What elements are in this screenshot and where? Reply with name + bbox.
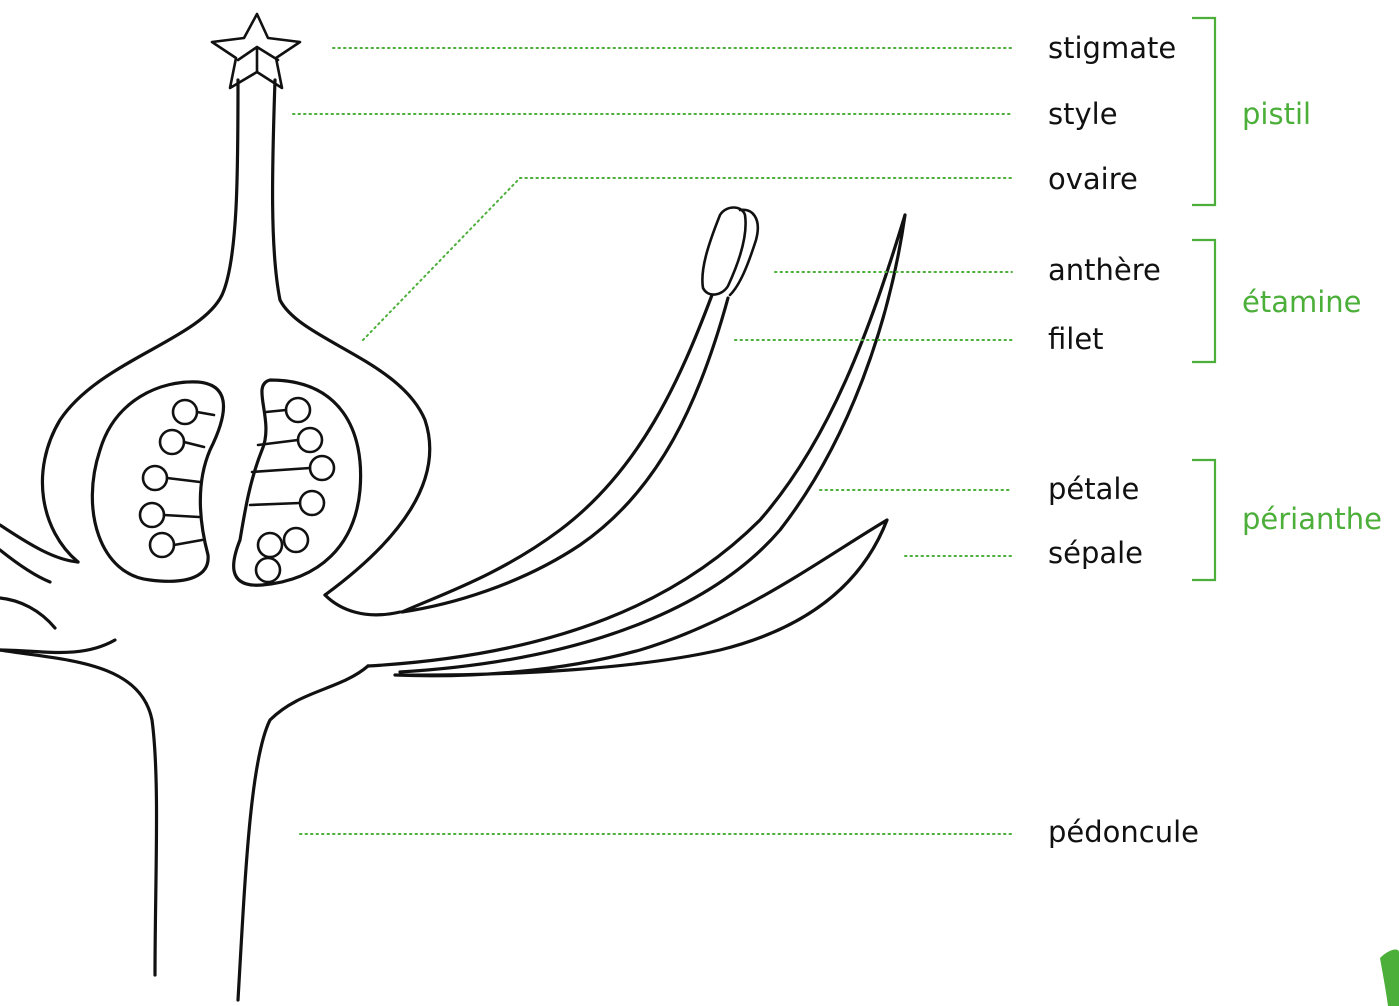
stigma-star-drawing: [212, 14, 300, 88]
group-brackets: [1192, 18, 1215, 580]
label-ovaire: ovaire: [1048, 162, 1138, 196]
label-style: style: [1048, 97, 1118, 131]
group-label-perianthe: périanthe: [1242, 502, 1382, 536]
pistil-outline: [42, 80, 429, 595]
bracket-etamine: [1192, 240, 1215, 362]
stamen-drawing: [402, 208, 758, 613]
right-locule: [234, 380, 361, 585]
left-locule: [92, 382, 223, 581]
leader-ovaire: [363, 178, 1012, 340]
label-sepale: sépale: [1048, 536, 1143, 570]
label-filet: filet: [1048, 322, 1104, 356]
label-anthere: anthère: [1048, 253, 1161, 287]
bracket-perianthe: [1192, 460, 1215, 580]
left-sepals: [0, 525, 115, 653]
group-label-pistil: pistil: [1242, 97, 1311, 131]
green-leaf-icon: [1380, 950, 1399, 1006]
peduncle-drawing: [0, 595, 400, 1000]
label-stigmate: stigmate: [1048, 31, 1176, 65]
bracket-pistil: [1192, 18, 1215, 205]
right-ovules: [250, 398, 334, 582]
leader-lines: [293, 48, 1012, 834]
label-pedoncule: pédoncule: [1048, 815, 1199, 849]
label-petale: pétale: [1048, 472, 1139, 506]
group-label-etamine: étamine: [1242, 285, 1362, 319]
